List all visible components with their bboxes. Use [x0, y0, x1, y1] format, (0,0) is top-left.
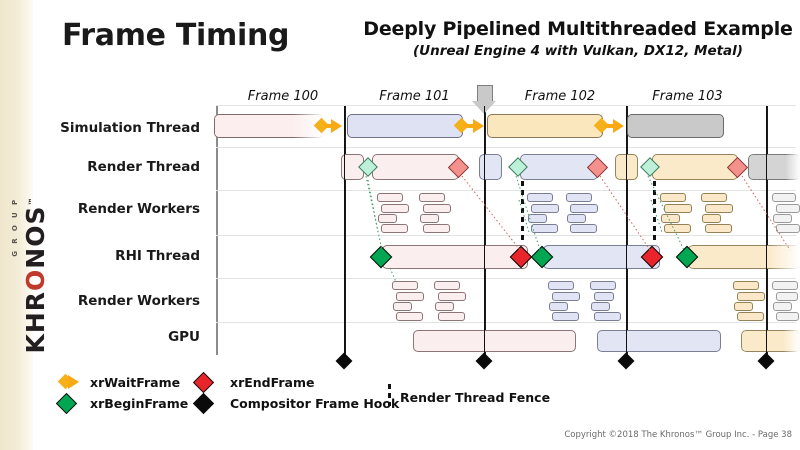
row-label-render-thread: Render Thread: [87, 159, 200, 175]
gridline-2: [216, 190, 796, 191]
gridline-4: [216, 278, 796, 279]
row-label-rhi-thread: RHI Thread: [115, 248, 200, 264]
render-thread-bar-frame-103: [748, 154, 800, 180]
frame-caption-102: Frame 102: [524, 89, 596, 104]
connector-workers2-100: [389, 267, 397, 283]
render-thread-fence-2: [653, 181, 656, 197]
legend-label-xrbeginframe: xrBeginFrame: [90, 396, 189, 411]
connector-end-101: [599, 175, 651, 251]
chart-vertical-axis: [216, 105, 218, 355]
gridline-3: [216, 235, 796, 236]
compositor-frame-hook-icon: [192, 392, 215, 415]
sim-bar-frame-103: [627, 114, 724, 138]
page-subtitle: Deeply Pipelined Multithreaded Example: [363, 18, 793, 40]
khronos-o-glyph: O: [20, 268, 50, 291]
legend-label-render-thread-fence: Render Thread Fence: [400, 390, 551, 405]
frame-caption-100: Frame 100: [247, 89, 319, 104]
page-title: Frame Timing: [62, 18, 290, 53]
row-label-gpu: GPU: [168, 329, 200, 345]
gridline-1: [216, 147, 796, 148]
rhi-bar-frame-102: [688, 245, 800, 269]
khronos-logo: KHRONOS™ G R O U P: [11, 197, 55, 354]
connector-begin-100: [365, 175, 383, 251]
render-thread-fence-rhi-1: [521, 199, 524, 243]
connector-end-100: [461, 175, 521, 251]
gpu-bar-frame-102: [741, 330, 800, 352]
rhi-bar-frame-100: [382, 245, 528, 269]
gpu-bar-frame-100: [413, 330, 576, 352]
render-thread-stub-frame-101: [479, 154, 502, 180]
copyright-notice: Copyright ©2018 The Khronos™ Group Inc. …: [564, 430, 792, 440]
gridline-5: [216, 322, 796, 323]
render-thread-fence-icon: [388, 384, 391, 406]
page-subtitle-detail: (Unreal Engine 4 with Vulkan, DX12, Meta…: [413, 43, 743, 59]
render-thread-fence-rhi-2: [653, 199, 656, 243]
legend-label-xrwaitframe: xrWaitFrame: [90, 375, 181, 390]
sim-bar-frame-102: [487, 114, 603, 138]
render-thread-bar-frame-102: [652, 154, 738, 180]
xrbeginframe-icon: [55, 392, 78, 415]
gpu-bar-frame-101: [597, 330, 721, 352]
connector-begin-101: [515, 175, 541, 251]
sim-bar-frame-101: [347, 114, 463, 138]
frame-caption-101: Frame 101: [379, 89, 450, 104]
render-thread-bar-frame-100: [372, 154, 459, 180]
render-thread-bar-frame-101: [520, 154, 598, 180]
sim-bar-frame-100: [214, 114, 324, 138]
render-thread-fence-1: [521, 181, 524, 197]
legend-label-xrendframe: xrEndFrame: [230, 375, 315, 390]
row-label-render-workers-2: Render Workers: [77, 293, 200, 309]
frame-caption-103: Frame 103: [652, 89, 723, 104]
rail-edge: [33, 0, 35, 450]
xrendframe-icon: [192, 371, 215, 394]
legend-label-compositor-frame-hook: Compositor Frame Hook: [230, 396, 400, 411]
connector-workers-100: [367, 179, 379, 233]
gridline-0: [216, 105, 796, 106]
khronos-brand-rail: [0, 0, 33, 450]
legend: xrWaitFrame xrEndFrame xrBeginFrame Comp…: [55, 370, 615, 415]
row-label-simulation-thread: Simulation Thread: [60, 120, 200, 136]
row-label-render-workers-1: Render Workers: [77, 201, 200, 217]
